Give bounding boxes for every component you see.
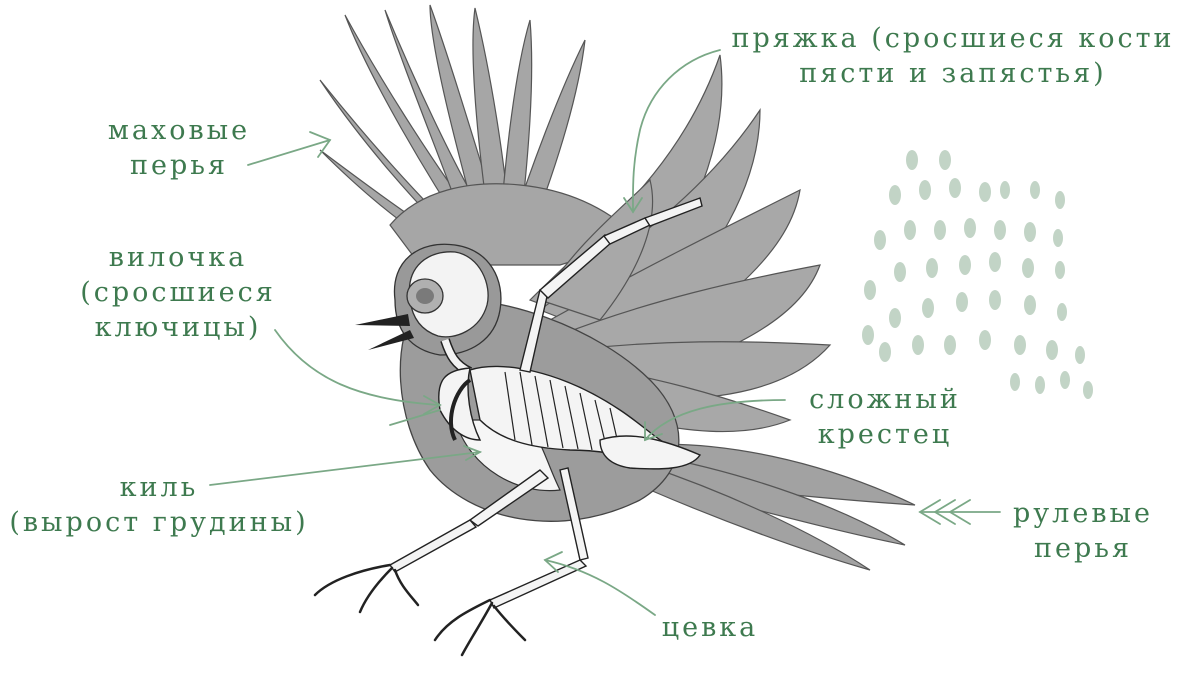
tail-feathers-leader — [920, 500, 1000, 524]
label-wishbone: вилочка (сросшиеся ключицы) — [68, 240, 288, 345]
label-tarsus: цевка — [650, 610, 770, 645]
flight-feathers-leader — [248, 132, 330, 165]
label-synsacrum: сложный крестец — [800, 382, 970, 452]
tarsus-leader — [545, 552, 655, 615]
label-flight-feathers: маховые перья — [104, 113, 254, 183]
head — [355, 244, 501, 355]
label-pinion: пряжка (сросшиеся кости пясти и запястья… — [728, 21, 1178, 91]
decorative-dots — [862, 150, 1093, 399]
label-keel: киль (вырост грудины) — [4, 470, 314, 540]
far-wing — [320, 5, 640, 265]
label-tail-feathers: рулевые перья — [1003, 496, 1163, 566]
